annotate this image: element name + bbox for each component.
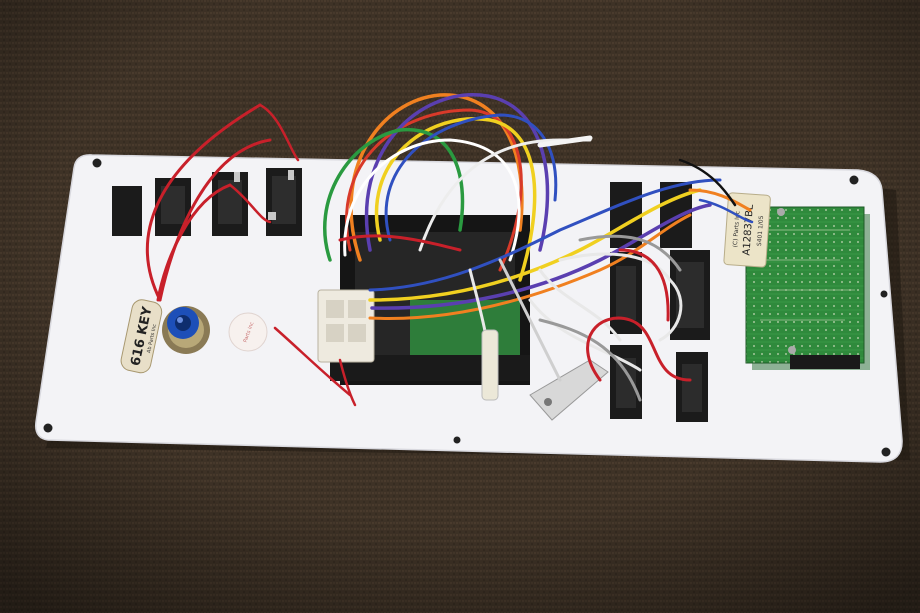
board-label-line3: S401 1/05: [756, 215, 765, 246]
board-label-line2: A12837BL: [741, 204, 756, 256]
molex-connector: [317, 289, 375, 363]
key-tag: 616 KEY Ab Parts Inc: [120, 299, 163, 374]
wire-harness: [146, 93, 754, 407]
board-label-line1: (C) Parts Inc: [732, 211, 742, 248]
mounting-holes: [43, 158, 891, 457]
key-switch: [162, 306, 210, 354]
circuit-board: [745, 206, 870, 370]
metal-bracket: [529, 359, 609, 421]
round-sticker: Parts Inc: [228, 312, 268, 352]
wire-boot: [481, 329, 499, 401]
board-label: (C) Parts Inc A12837BL S401 1/05: [723, 192, 771, 268]
right-switches: [610, 182, 710, 422]
